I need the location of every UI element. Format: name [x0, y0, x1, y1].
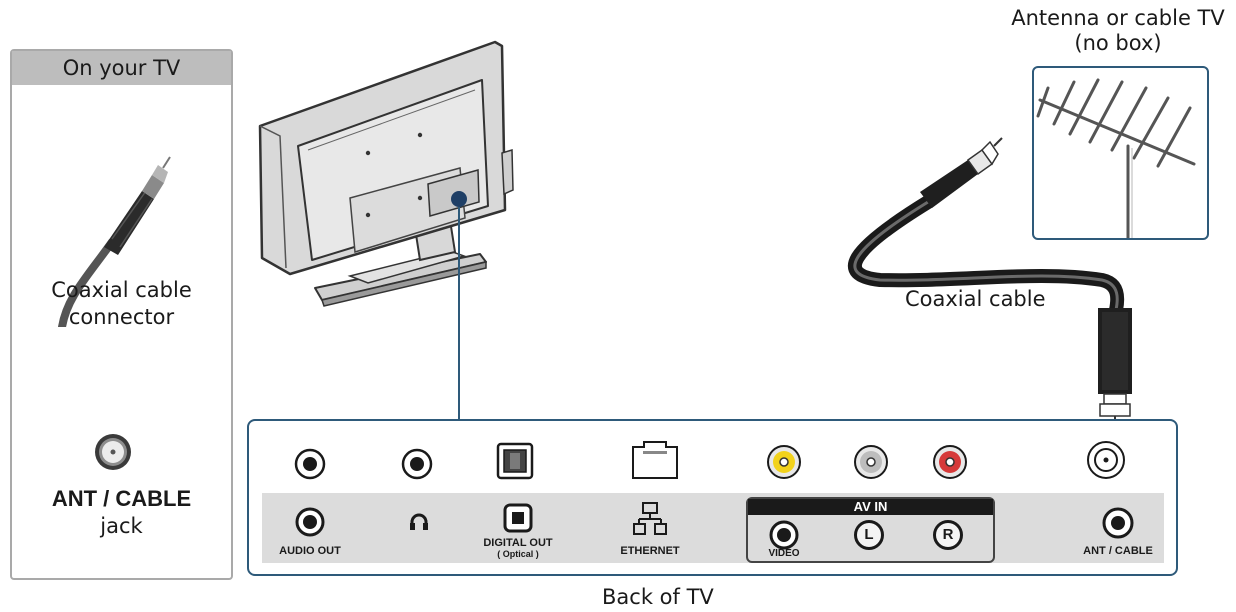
port-label-strip: AUDIO OUT DIGITAL OUT ( Optical ) ETHERN… — [262, 493, 1164, 563]
optical-port-icon — [496, 442, 534, 480]
audio-out-label: AUDIO OUT — [279, 545, 341, 557]
digital-out-label: DIGITAL OUT — [483, 537, 553, 549]
ant-cable-symbol-icon — [1102, 507, 1134, 539]
audio-right-symbol: R — [933, 520, 963, 550]
audio-right-rca-jack-icon — [933, 445, 967, 479]
tv-back-illustration — [258, 40, 514, 310]
av-in-header: AV IN — [748, 499, 993, 515]
ethernet-label: ETHERNET — [620, 545, 680, 557]
jack-caption-line2: jack — [100, 514, 143, 538]
digital-out-sub-label: ( Optical ) — [497, 549, 539, 559]
antenna-box — [1032, 66, 1209, 240]
video-label: VIDEO — [768, 548, 800, 559]
back-of-tv-caption: Back of TV — [602, 585, 714, 609]
antenna-icon — [1036, 78, 1196, 238]
optical-symbol-icon — [503, 503, 533, 533]
on-your-tv-panel: On your TV Coaxial cable connector ANT /… — [10, 49, 233, 580]
panel-header: On your TV — [12, 51, 231, 85]
ant-cable-label: ANT / CABLE — [1083, 545, 1153, 557]
headphone-symbol-icon — [410, 513, 428, 530]
connector-caption-line2: connector — [68, 305, 175, 329]
video-symbol-icon — [769, 520, 799, 550]
audio-left-rca-jack-icon — [854, 445, 888, 479]
audio-out-jack-icon — [294, 448, 326, 480]
headphone-jack-icon — [401, 448, 433, 480]
audio-left-symbol: L — [854, 520, 884, 550]
ethernet-port-icon — [632, 441, 678, 479]
ant-cable-jack-icon — [95, 434, 131, 470]
coaxial-cable-caption: Coaxial cable — [905, 287, 1046, 311]
back-panel: AUDIO OUT DIGITAL OUT ( Optical ) ETHERN… — [247, 419, 1178, 576]
ant-cable-coax-jack-icon — [1087, 441, 1125, 479]
leader-line — [458, 308, 460, 420]
av-in-group: AV IN VIDEO L R — [746, 497, 995, 563]
jack-caption-bold: ANT / CABLE — [51, 486, 192, 511]
coaxial-cable-line — [847, 137, 1132, 426]
connector-caption-line1: Coaxial cable — [51, 278, 192, 302]
antenna-title: Antenna or cable TV (no box) — [1000, 6, 1236, 56]
antenna-title-line1: Antenna or cable TV — [1011, 6, 1225, 30]
video-rca-jack-icon — [767, 445, 801, 479]
antenna-title-line2: (no box) — [1074, 31, 1162, 55]
coaxial-connector-icon — [58, 156, 171, 327]
ethernet-symbol-icon — [633, 502, 667, 535]
audio-out-symbol-icon — [295, 507, 325, 537]
